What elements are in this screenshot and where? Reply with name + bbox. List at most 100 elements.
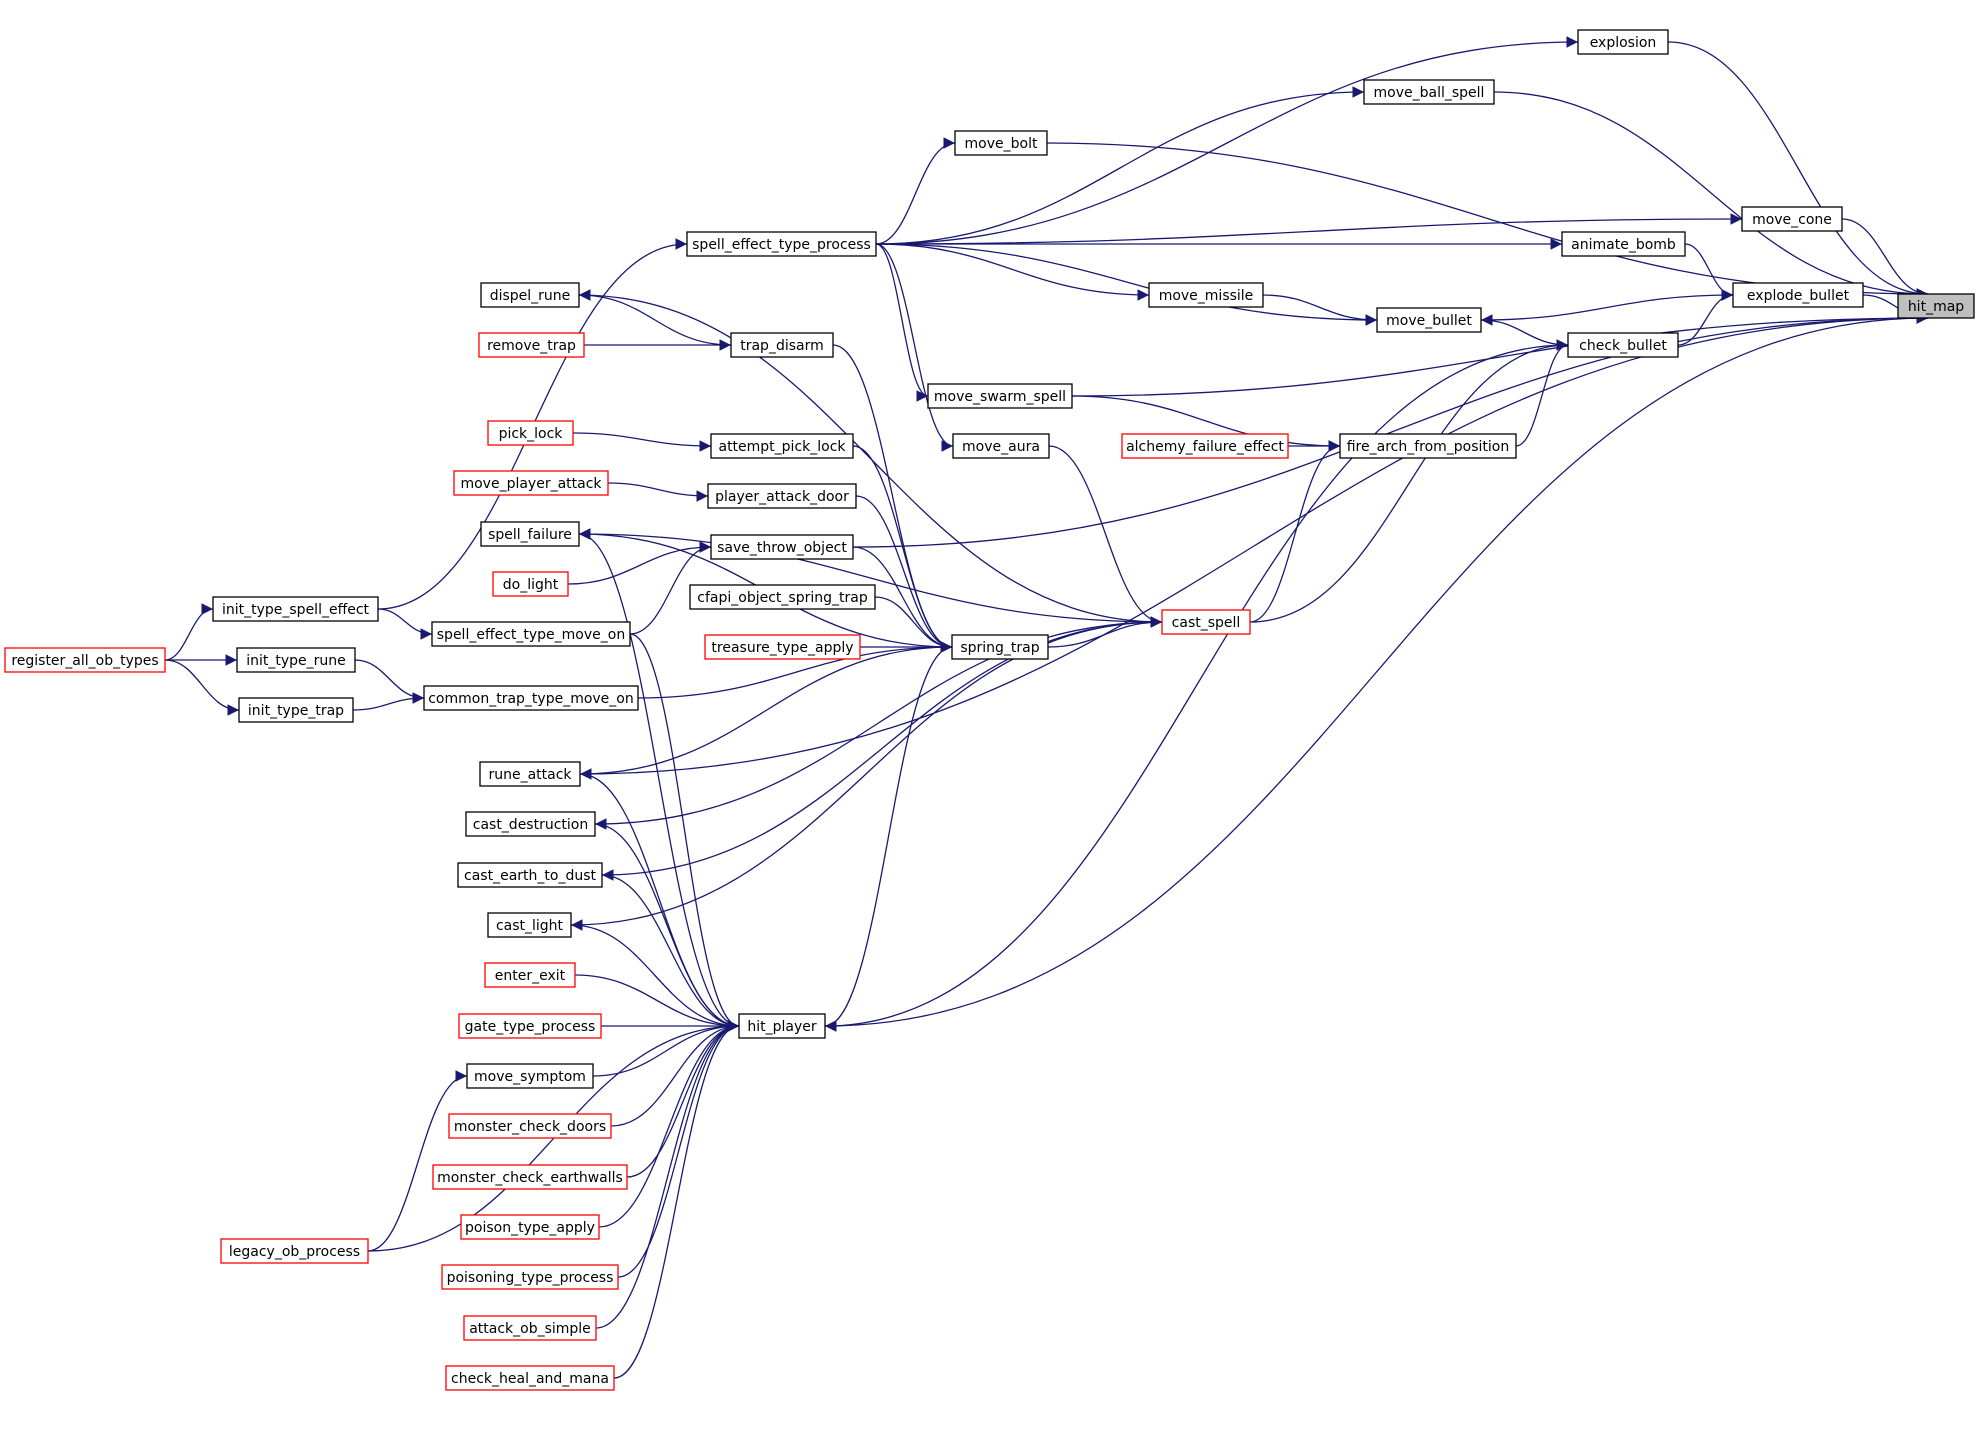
node-enter-exit[interactable]: enter_exit [484,962,576,988]
node-box [236,647,356,673]
node-hit-player[interactable]: hit_player [738,1013,826,1039]
node-label: move_symptom [474,1069,586,1085]
node-explode-bullet[interactable]: explode_bullet [1732,282,1864,308]
node-move-swarm-spell[interactable]: move_swarm_spell [927,383,1073,409]
node-box [1732,282,1864,308]
node-cast-earth-to-dust[interactable]: cast_earth_to_dust [457,862,603,888]
node-check-bullet[interactable]: check_bullet [1567,332,1679,358]
edge-move_swarm_spell-to-hit_map [1071,312,1929,397]
node-poisoning-type-process[interactable]: poisoning_type_process [441,1264,619,1290]
node-label: dispel_rune [490,288,571,304]
edge-check_bullet-to-move_bullet [1480,314,1569,346]
node-label: spell_effect_type_move_on [437,627,625,643]
node-box [453,470,609,496]
node-rune-attack[interactable]: rune_attack [479,761,581,787]
edge-common_trap_type_move_on-to-spring_trap [637,641,953,699]
node-cast-light[interactable]: cast_light [487,912,572,938]
node-spell-effect-type-move-on[interactable]: spell_effect_type_move_on [431,621,631,647]
node-trap-disarm[interactable]: trap_disarm [730,332,834,358]
node-init-type-rune[interactable]: init_type_rune [236,647,356,673]
node-legacy-ob-process[interactable]: legacy_ob_process [220,1238,369,1264]
edge-spell_effect_type_process-to-move_cone [875,213,1743,245]
node-spell-effect-type-process[interactable]: spell_effect_type_process [686,231,877,257]
node-box [1148,282,1264,308]
node-check-heal-and-mana[interactable]: check_heal_and_mana [445,1365,615,1391]
node-pick-lock[interactable]: pick_lock [487,420,574,446]
node-label: player_attack_door [715,489,849,505]
node-label: trap_disarm [740,338,824,354]
node-box [707,483,857,509]
node-do-light[interactable]: do_light [492,571,569,597]
node-box [954,130,1048,156]
edge-register_all_ob_types-to-init_type_spell_effect [164,603,214,661]
node-register-all-ob-types[interactable]: register_all_ob_types [4,647,166,673]
node-box [1567,332,1679,358]
node-label: spell_effect_type_process [692,237,871,253]
edge-cast_earth_to_dust-to-hit_player [601,874,740,1032]
node-label: explosion [1590,35,1657,51]
node-alchemy-failure-effect[interactable]: alchemy_failure_effect [1121,433,1289,459]
node-poison-type-apply[interactable]: poison_type_apply [460,1214,600,1240]
node-save-throw-object[interactable]: save_throw_object [710,534,854,560]
edge-check_bullet-to-explode_bullet [1677,289,1734,346]
node-hit-map[interactable]: hit_map [1897,293,1975,319]
node-box [689,584,876,610]
node-gate-type-process[interactable]: gate_type_process [458,1013,602,1039]
node-label: hit_player [747,1019,817,1035]
node-label: init_type_rune [246,653,346,669]
node-spell-failure[interactable]: spell_failure [480,521,580,547]
node-attack-ob-simple[interactable]: attack_ob_simple [463,1315,597,1341]
node-cfapi-object-spring-trap[interactable]: cfapi_object_spring_trap [689,584,876,610]
node-init-type-spell-effect[interactable]: init_type_spell_effect [212,596,379,622]
node-common-trap-type-move-on[interactable]: common_trap_type_move_on [423,685,639,711]
node-move-bullet[interactable]: move_bullet [1376,307,1482,333]
node-monster-check-doors[interactable]: monster_check_doors [448,1113,612,1139]
node-init-type-trap[interactable]: init_type_trap [238,697,354,723]
node-label: check_heal_and_mana [451,1371,609,1387]
node-move-player-attack[interactable]: move_player_attack [453,470,609,496]
node-label: alchemy_failure_effect [1126,439,1284,455]
edge-spell_effect_type_process-to-move_swarm_spell [875,243,929,402]
edge-cast_spell-to-spell_failure [578,528,1163,623]
node-move-missile[interactable]: move_missile [1148,282,1264,308]
node-move-ball-spell[interactable]: move_ball_spell [1363,79,1495,105]
edge-spell_effect_type_process-to-move_bullet [875,243,1378,326]
node-label: cast_destruction [473,817,589,833]
node-treasure-type-apply[interactable]: treasure_type_apply [704,634,861,660]
edge-spell_effect_type_process-to-move_missile [875,243,1150,301]
node-spring-trap[interactable]: spring_trap [951,634,1049,660]
node-attempt-pick-lock[interactable]: attempt_pick_lock [710,433,854,459]
node-player-attack-door[interactable]: player_attack_door [707,483,857,509]
edge-attack_ob_simple-to-hit_player [595,1020,740,1329]
node-dispel-rune[interactable]: dispel_rune [480,282,580,308]
node-move-bolt[interactable]: move_bolt [954,130,1048,156]
node-box [710,433,854,459]
node-box [466,1063,594,1089]
node-cast-destruction[interactable]: cast_destruction [465,811,596,837]
node-label: move_ball_spell [1374,85,1485,101]
node-box [441,1264,619,1290]
node-box [730,332,834,358]
node-move-aura[interactable]: move_aura [952,433,1050,459]
node-move-cone[interactable]: move_cone [1741,206,1843,232]
edge-do_light-to-save_throw_object [567,541,712,585]
node-box [1376,307,1482,333]
node-label: init_type_trap [248,703,344,719]
edge-spring_trap-to-hit_player [824,646,953,1032]
node-fire-arch-from-position[interactable]: fire_arch_from_position [1339,433,1517,459]
node-remove-trap[interactable]: remove_trap [478,332,585,358]
node-label: cast_light [496,918,564,934]
node-animate-bomb[interactable]: animate_bomb [1561,231,1686,257]
node-cast-spell[interactable]: cast_spell [1161,609,1251,635]
edge-cfapi_object_spring_trap-to-spring_trap [874,596,953,653]
node-box [686,231,877,257]
edge-animate_bomb-to-explode_bullet [1684,243,1734,301]
node-label: poisoning_type_process [447,1270,614,1286]
node-box [1741,206,1843,232]
node-monster-check-earthwalls[interactable]: monster_check_earthwalls [432,1164,628,1190]
node-move-symptom[interactable]: move_symptom [466,1063,594,1089]
edge-init_type_spell_effect-to-spell_effect_type_move_on [377,608,433,640]
edge-monster_check_earthwalls-to-hit_player [626,1020,740,1178]
node-box [4,647,166,673]
node-explosion[interactable]: explosion [1577,29,1669,55]
